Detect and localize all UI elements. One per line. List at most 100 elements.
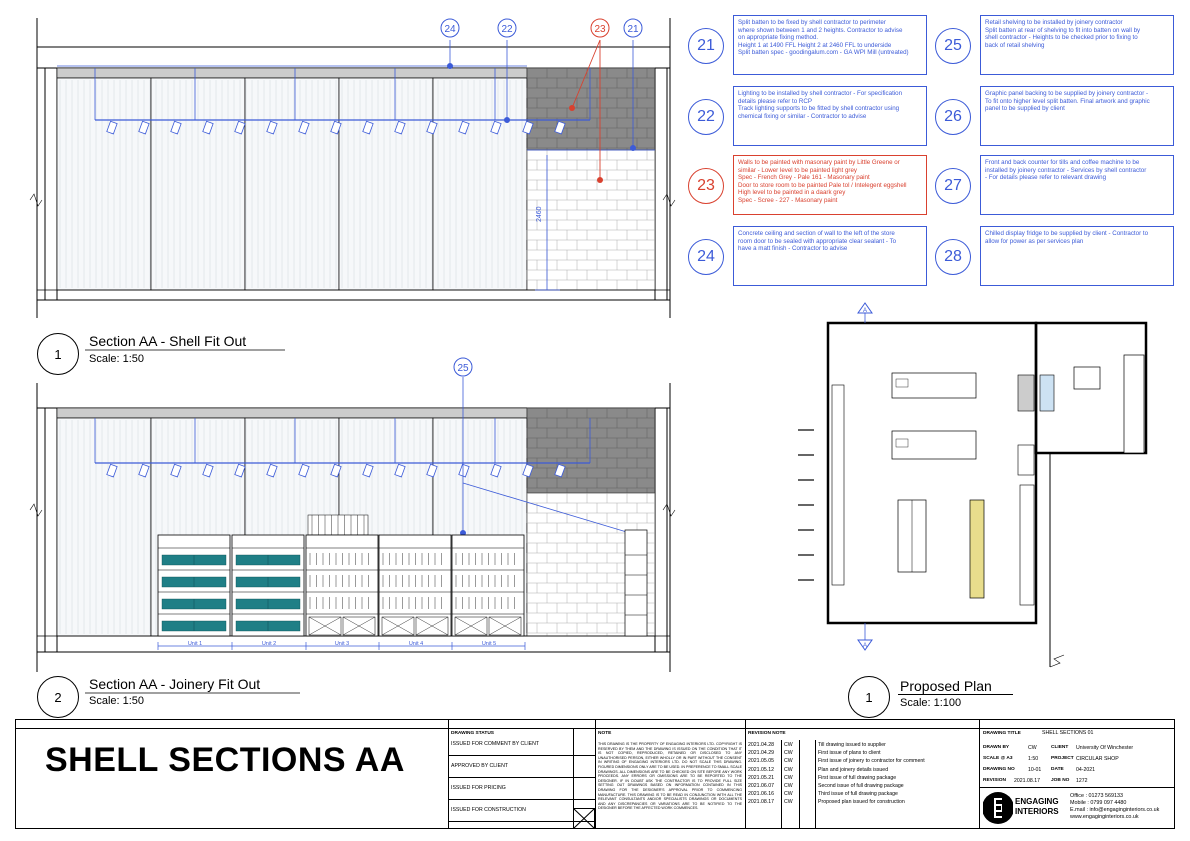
divider: [595, 719, 596, 829]
note-23-line: Spec - Scree - 227 - Masonary paint: [738, 196, 838, 204]
note-25-line: back of retail shelving: [985, 41, 1045, 49]
unit-1-label: Unit 1: [188, 641, 202, 647]
revision-value: 2021.08.17: [1014, 778, 1040, 784]
spotlight-icon: [330, 463, 342, 478]
divider: [745, 719, 746, 829]
spotlight-icon: [234, 463, 246, 478]
spotlight-icon: [106, 120, 118, 135]
note-26-line: Graphic panel backing to be supplied by …: [985, 90, 1149, 97]
note-24-box: Concrete ceiling and section of wall to …: [733, 226, 927, 286]
note-22-line: chemical fixing or similar - Contractor …: [738, 112, 867, 120]
revision-note: First issue of plans to client: [818, 750, 881, 757]
note-26-line: To fit onto higher level split batten. F…: [985, 97, 1150, 105]
drawing-title-value: SHELL SECTIONS 01: [1042, 730, 1094, 736]
drawing-title-label: DRAWING TITLE: [983, 731, 1021, 736]
section-1-number: 1: [37, 333, 79, 375]
section-2-title: Section AA - Joinery Fit Out: [89, 676, 261, 692]
dark-brick-wall: [526, 67, 656, 151]
section-2-number: 2: [37, 676, 79, 718]
client-value: University Of Winchester: [1076, 745, 1134, 751]
revision-note: Third issue of full drawing package: [818, 791, 898, 798]
plan-scale: Scale: 1:100: [900, 697, 962, 709]
revision-note: First issue of full drawing package: [818, 774, 897, 781]
note-21-box: Split batten to be fixed by shell contra…: [733, 15, 927, 75]
revision-note: Proposed plan issued for construction: [818, 799, 905, 806]
copyright-note: THIS DRAWING IS THE PROPERTY OF ENGAGING…: [598, 742, 742, 811]
status-checkbox: [573, 795, 596, 817]
tag-24: 24: [440, 18, 460, 38]
spotlight-icon: [522, 463, 534, 478]
revision-note: Till drawing issued to supplier: [818, 742, 886, 748]
revision-by: CW: [784, 783, 793, 789]
main-drawing-title: SHELL SECTIONS AA: [45, 741, 405, 779]
scale-label: SCALE @ A3: [983, 756, 1013, 761]
note-24-number: 24: [688, 239, 724, 275]
note-28-box: Chilled display fridge to be supplied by…: [980, 226, 1174, 286]
note-22-line: details please refer to RCP: [738, 97, 812, 105]
divider: [799, 740, 800, 828]
drawn-by-value: CW: [1028, 745, 1037, 751]
spotlight-icon: [202, 463, 214, 478]
note-28-line: allow for power as per services plan: [985, 237, 1084, 245]
section-1-elevation: 24 22 23 21 2460: [29, 18, 676, 318]
spotlight-icon: [266, 120, 278, 135]
spotlight-icon: [458, 120, 470, 135]
note-26-line: panel to be supplied by client: [985, 105, 1065, 113]
revision-by: CW: [784, 758, 793, 765]
note-23-line: similar - Lower level to be painted ligh…: [738, 166, 857, 174]
note-24-line: room door to be sealed with appropriate …: [738, 237, 897, 245]
divider: [448, 777, 595, 778]
note-27-line: Front and back counter for tills and cof…: [985, 159, 1140, 166]
note-label: NOTE: [598, 731, 612, 736]
status-row: ISSUED FOR CONSTRUCTION: [451, 807, 526, 813]
spotlight-icon: [362, 463, 374, 478]
revision-date: 2021.06.07: [748, 783, 774, 789]
revision-date: 2021.04.29: [748, 750, 774, 757]
note-27-box: Front and back counter for tills and cof…: [980, 155, 1174, 215]
note-27-number: 27: [935, 168, 971, 204]
engaging-interiors-logo-icon: [983, 792, 1013, 824]
divider: [815, 740, 816, 828]
note-21-line: where shown between 1 and 2 heights. Con…: [738, 26, 903, 34]
status-row: ISSUED FOR PRICING: [451, 785, 506, 791]
section-1-scale: Scale: 1:50: [89, 353, 145, 365]
section-2-scale: Scale: 1:50: [89, 695, 145, 707]
tag-21: 21: [623, 18, 643, 38]
svg-text:24: 24: [444, 24, 456, 35]
unit-5-label: Unit 5: [482, 641, 496, 647]
note-22-line: Track lighting supports to be fitted by …: [738, 105, 900, 113]
spotlight-icon: [362, 120, 374, 135]
status-row: APPROVED BY CLIENT: [451, 763, 508, 769]
svg-text:A: A: [863, 308, 867, 314]
spotlight-icon: [106, 463, 118, 478]
note-23-number: 23: [688, 168, 724, 204]
client-label: CLIENT: [1051, 745, 1069, 750]
note-28-number: 28: [935, 239, 971, 275]
unit-2-label: Unit 2: [262, 641, 276, 647]
revision-date: 2021.05.05: [748, 758, 774, 765]
note-25-line: shell contractor - Heights to be checked…: [985, 34, 1138, 42]
divider: [448, 755, 595, 756]
proposed-plan-drawing: A A: [798, 302, 1148, 668]
revision-label: REVISION: [983, 778, 1006, 783]
job-no-label: JOB NO: [1051, 778, 1070, 783]
note-22-number: 22: [688, 99, 724, 135]
note-26-box: Graphic panel backing to be supplied by …: [980, 86, 1174, 146]
drawing-status-label: DRAWING STATUS: [451, 731, 494, 736]
note-22-box: Lighting to be installed by shell contra…: [733, 86, 927, 146]
note-23-line: Door to store room to be painted Pale to…: [738, 181, 907, 189]
mobile-phone: Mobile : 0799 097 4480: [1070, 800, 1127, 806]
note-27-line: - For details please refer to relevant d…: [985, 174, 1107, 182]
sections-drawing: 24 22 23 21 2460: [29, 18, 676, 694]
divider: [448, 719, 449, 829]
company-name-line1: ENGAGING: [1015, 797, 1059, 806]
project-value: CIRCULAR SHOP: [1076, 756, 1119, 762]
plan-title: Proposed Plan: [900, 678, 992, 694]
note-23-line: Spec - French Grey - Pale 161 - Masonary…: [738, 174, 870, 182]
date-value: 04-2021: [1076, 767, 1096, 773]
note-23-box: Walls to be painted with masonary paint …: [733, 155, 927, 215]
scale-value: 1:50: [1028, 756, 1039, 762]
note-22-line: Lighting to be installed by shell contra…: [738, 90, 903, 97]
revision-date: 2021.06.16: [748, 791, 774, 798]
note-21-line: Split batten to be fixed by shell contra…: [738, 19, 886, 26]
